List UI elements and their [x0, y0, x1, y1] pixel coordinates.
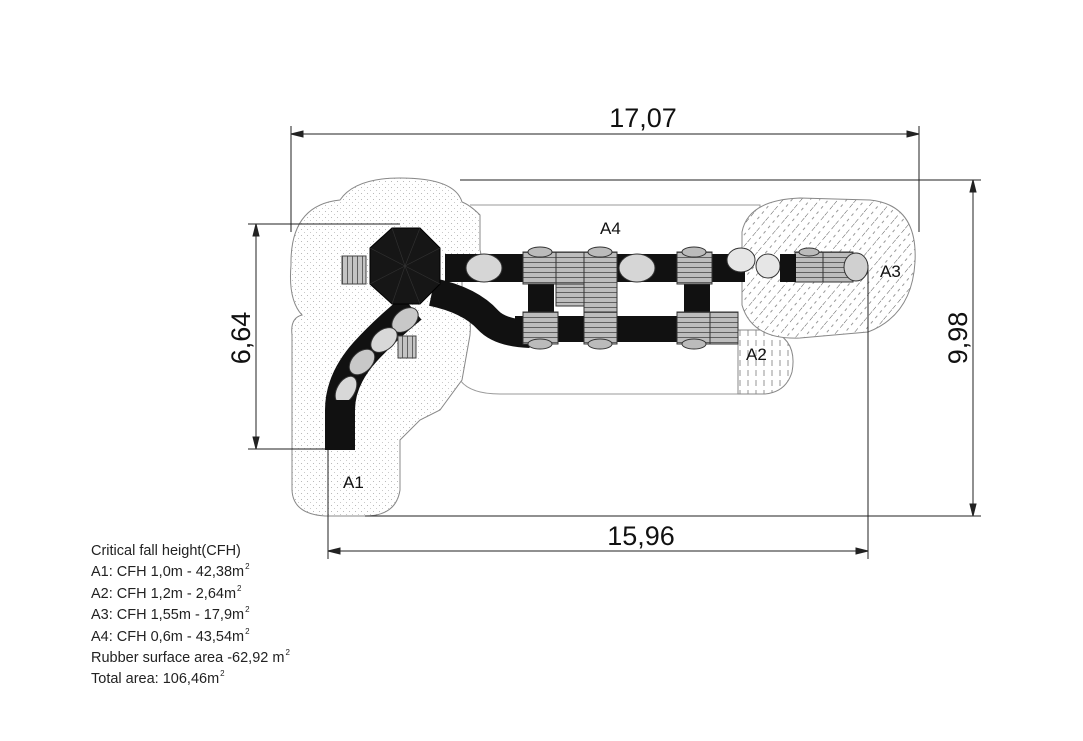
legend-row-a1: A1: CFH 1,0m - 42,38m2 — [91, 562, 250, 581]
platform — [709, 311, 739, 345]
dome-cap — [681, 246, 707, 258]
legend-row-a4: A4: CFH 0,6m - 43,54m2 — [91, 626, 250, 645]
ladder — [341, 255, 367, 285]
dome-cap — [587, 246, 613, 258]
tube-window — [755, 253, 781, 279]
tube-window — [726, 247, 756, 273]
area-a2-label: A2 — [746, 345, 767, 364]
legend-title: Critical fall height(CFH) — [91, 543, 241, 559]
dimension-equipment-length — [327, 265, 869, 559]
dimension-overall-length-label: 17,07 — [609, 103, 677, 133]
dimension-equipment-length-label: 15,96 — [607, 521, 675, 551]
tube-window — [465, 253, 503, 283]
area-a1-label: A1 — [343, 473, 364, 492]
dome-cap — [527, 338, 553, 350]
dome-cap — [681, 338, 707, 350]
slide-segment — [348, 348, 376, 376]
dimension-overall-length — [290, 126, 920, 232]
slide-exit — [326, 400, 354, 450]
tube-end — [843, 252, 869, 282]
tube-segment — [780, 254, 796, 282]
platform — [555, 251, 585, 285]
area-a4-outline — [459, 204, 761, 395]
fall-height-legend: Critical fall height(CFH) A1: CFH 1,0m -… — [91, 543, 290, 688]
dimension-overall-width-label: 9,98 — [943, 312, 973, 365]
legend-row-a3: A3: CFH 1,55m - 17,9m2 — [91, 605, 250, 624]
dimension-equipment-width — [248, 223, 400, 450]
area-a4-label: A4 — [600, 219, 621, 238]
tunnel-slide — [428, 278, 531, 348]
dome-cap — [798, 247, 820, 257]
platform — [583, 251, 618, 315]
dome-cap — [587, 338, 613, 350]
legend-row-rubber-surface: Rubber surface area -62,92 m2 — [91, 648, 290, 667]
area-a3-label: A3 — [880, 262, 901, 281]
slide-segment — [370, 327, 398, 353]
dome-cap — [527, 246, 553, 258]
platform — [555, 283, 585, 307]
legend-row-total-area: Total area: 106,46m2 — [91, 669, 225, 688]
dimension-overall-width — [365, 179, 981, 517]
step — [397, 335, 417, 359]
tube-window — [618, 253, 656, 283]
dimension-equipment-width-label: 6,64 — [226, 312, 256, 365]
play-structure — [325, 227, 869, 450]
legend-row-a2: A2: CFH 1,2m - 2,64m2 — [91, 583, 242, 602]
